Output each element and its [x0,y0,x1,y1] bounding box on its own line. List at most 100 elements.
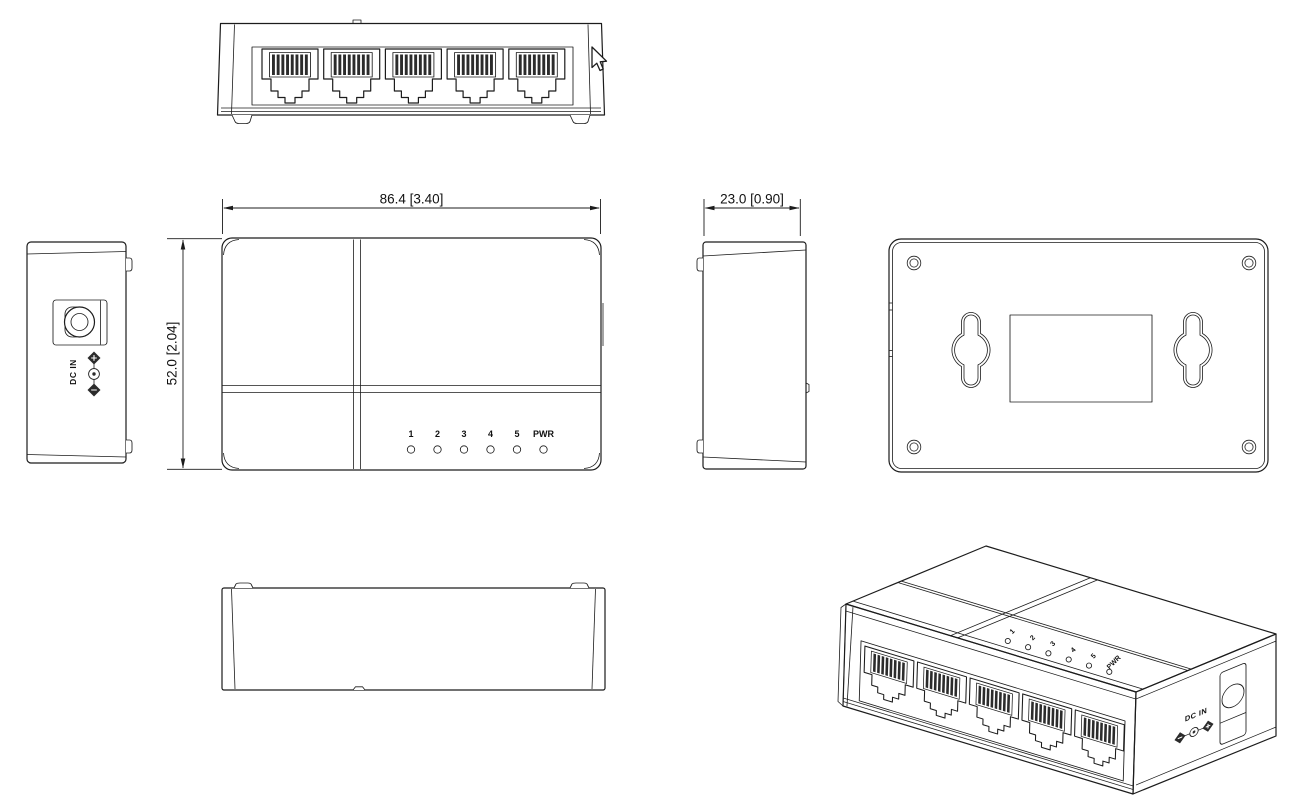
mouse-cursor-icon [591,46,608,72]
left-foot [231,114,253,124]
corner-screw [1241,439,1257,455]
led-row: 1 2 3 4 5 PWR [406,429,554,454]
led-label-2: 2 [435,429,440,439]
top-front-lip-line [852,600,1144,690]
arrowhead-left [223,205,233,211]
iso-front-face-content [843,606,1136,790]
arrowhead-bottom [180,458,186,469]
minus-icon [1177,736,1183,740]
led-dot-4 [486,445,495,454]
iso-right-face-content: DC IN [1136,640,1276,786]
led-label-pwr: PWR [533,429,554,439]
top-foot [696,257,703,272]
top-foot [126,257,133,272]
led-label-3: 3 [1049,640,1057,648]
depth-dimension: 23.0 [0.90] [703,192,801,236]
led-label-1: 1 [408,429,413,439]
polarity-center-dot [92,372,96,376]
top-seam-notch [352,19,362,24]
bottom-foot [696,439,703,454]
cover-seam [901,580,1192,670]
housing-outline [216,22,606,116]
iso-led-row: 1 2 3 4 5 PWR [1004,628,1123,675]
arrowhead-right [789,205,800,211]
top-view: 1 2 3 4 5 PWR [221,237,604,471]
led-label-4: 4 [1070,647,1078,655]
led-dot-5 [512,445,522,454]
inner-wall-line [892,242,1265,469]
bottom-notch [352,686,366,691]
height-dimension: 52.0 [2.04] [165,238,222,470]
arrowhead-right [590,205,600,211]
led-dot-3 [1045,650,1052,657]
led-dot-pwr [1106,668,1113,675]
led-label-2: 2 [1029,634,1037,642]
top-bevel-line [26,251,127,255]
led-dot-1 [1004,637,1011,645]
polarity-symbol [1174,718,1214,746]
led-dot-3 [459,445,469,454]
housing-outline [221,587,606,691]
led-label-pwr: PWR [1106,654,1123,671]
arrowhead-left [704,205,715,211]
housing-outline [221,237,602,471]
arrowhead-top [180,239,186,250]
left-bevel-line [231,24,235,115]
dc-jack-barrel [1221,683,1245,709]
side-lip-line [1136,640,1276,700]
housing-outline [26,241,127,464]
left-foot [233,582,254,589]
led-dot-4 [1065,656,1072,663]
edge-notch [805,382,810,394]
corner-bevel-line [846,606,854,707]
width-dimension-label: 86.4 [3.40] [380,192,444,207]
led-label-3: 3 [461,429,466,439]
isometric-view: 1 2 3 4 5 PWR [837,545,1277,795]
corner-seam-arc [583,452,600,469]
dc-jack [52,299,108,346]
corner-seam-arc [223,452,240,469]
led-label-5: 5 [1090,653,1098,661]
dc-in-label: DC IN [1185,706,1207,724]
height-dimension-label: 52.0 [2.04] [165,322,180,386]
front-lip-line [845,610,1136,700]
depth-dimension-label: 23.0 [0.90] [720,192,784,207]
led-label-4: 4 [488,429,493,439]
led-dot-1 [406,445,416,454]
port-side-view [216,19,606,124]
led-label-5: 5 [514,429,519,439]
bottom-bevel-line [702,456,807,463]
keyhole-mount-slot-left [951,312,991,388]
dc-side-view: DC IN [26,241,133,464]
side-view [696,241,810,470]
dc-in-label: DC IN [68,359,78,385]
bottom-foot [126,439,133,454]
width-dimension: 86.4 [3.40] [222,192,601,234]
housing-outline [888,238,1269,473]
led-label-1: 1 [1009,628,1017,636]
dc-jack-pin [70,313,89,331]
housing-outline [702,241,807,470]
corner-screw [906,255,922,271]
cover-seam [897,582,1188,671]
iso-corner-chamfer [837,603,847,707]
polarity-symbol [87,351,101,397]
right-bevel-line [591,588,596,690]
corner-screw [1241,255,1257,271]
led-dot-2 [433,445,442,454]
base-seam-line [843,701,1134,790]
corner-seam-arc [223,239,240,256]
dc-jack-divider [1220,712,1246,724]
left-bevel-line [231,588,236,690]
right-foot [569,582,590,589]
keyhole-mount-slot-right [1173,312,1213,388]
corner-seam-arc [583,239,600,256]
base-seam-line [843,697,1134,787]
corner-screw [906,439,922,455]
cover-seam [950,577,1091,637]
base-seam-line [1136,726,1276,786]
label-area [1009,314,1153,403]
right-foot [569,114,591,124]
